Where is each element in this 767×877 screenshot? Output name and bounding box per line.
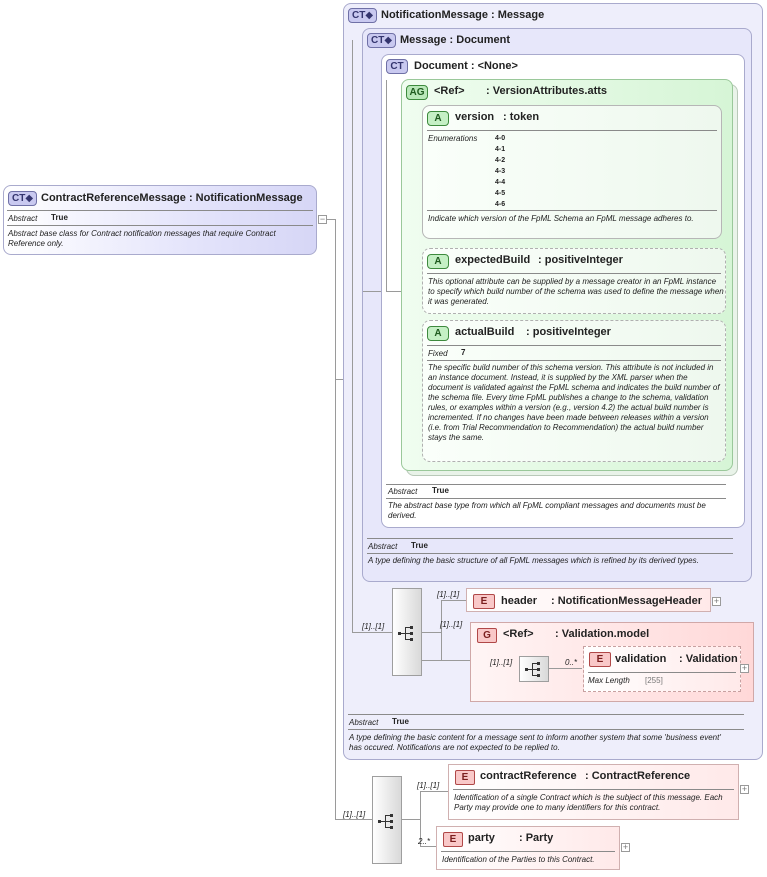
validation-element-name: validation <box>615 653 667 665</box>
attribute-badge-icon: A <box>427 111 449 126</box>
actual-build-type: : positiveInteger <box>526 326 611 338</box>
expected-build-description: This optional attribute can be supplied … <box>428 277 724 306</box>
abstract-value: True <box>51 213 68 222</box>
attribute-group-ref: <Ref> <box>434 85 465 97</box>
sequence-compositor-icon[interactable] <box>372 776 402 864</box>
sequence-compositor-icon[interactable] <box>519 656 549 682</box>
message-title: Message : Document <box>400 34 511 46</box>
fixed-value: 7 <box>461 348 466 357</box>
attribute-group-badge-icon: AG <box>406 85 428 100</box>
party-element-box[interactable]: E party : Party Identification of the Pa… <box>436 826 620 870</box>
party-element-type: : Party <box>519 832 554 844</box>
actual-build-name: actualBuild <box>455 326 515 338</box>
attribute-badge-icon: A <box>427 326 449 341</box>
contract-reference-element-box[interactable]: E contractReference : ContractReference … <box>448 764 739 820</box>
max-length-value: [255] <box>645 676 663 685</box>
party-cardinality: 2..* <box>418 837 431 846</box>
validation-element-type: : Validation <box>679 653 738 665</box>
validation-group-name: : Validation.model <box>555 628 650 640</box>
expand-toggle-icon[interactable]: + <box>740 784 749 794</box>
max-length-label: Max Length <box>588 676 630 685</box>
abstract-value: True <box>432 486 449 495</box>
notification-message-title: NotificationMessage : Message <box>381 9 545 21</box>
version-attribute-description: Indicate which version of the FpML Schem… <box>428 214 694 223</box>
abstract-label: Abstract <box>8 214 38 223</box>
version-attribute-type: : token <box>503 111 540 123</box>
complex-type-badge-icon: CT <box>386 59 408 74</box>
complex-type-badge-icon: CT◆ <box>367 33 396 48</box>
version-attribute-box[interactable]: A version : token Enumerations 4-0 4-1 4… <box>422 105 722 239</box>
party-description: Identification of the Parties to this Co… <box>442 855 595 864</box>
validation-group-ref: <Ref> <box>503 628 534 640</box>
actual-build-description: The specific build number of this schema… <box>428 363 720 442</box>
header-element-name: header <box>501 595 538 607</box>
attribute-group-name: : VersionAttributes.atts <box>486 85 608 97</box>
document-description: The abstract base type from which all Fp… <box>388 501 706 520</box>
complex-type-badge-icon: CT◆ <box>348 8 377 23</box>
contract-reference-description: Identification of a single Contract whic… <box>454 793 723 812</box>
element-badge-icon: E <box>473 594 495 609</box>
document-title: Document : <None> <box>414 60 518 72</box>
attribute-badge-icon: A <box>427 254 449 269</box>
contract-reference-message-title: ContractReferenceMessage : NotificationM… <box>41 192 303 204</box>
sequence-compositor-icon[interactable] <box>392 588 422 676</box>
header-cardinality: [1]..[1] <box>437 590 460 599</box>
message-description: A type defining the basic structure of a… <box>368 556 699 565</box>
header-element-type: : NotificationMessageHeader <box>551 595 702 607</box>
expand-toggle-icon[interactable]: + <box>712 596 721 606</box>
sequence-cardinality: [1]..[1] <box>490 658 513 667</box>
version-attribute-name: version <box>455 111 495 123</box>
contract-reference-message-box[interactable]: CT◆ ContractReferenceMessage : Notificat… <box>3 185 317 255</box>
expand-toggle-icon[interactable]: + <box>740 663 749 673</box>
header-element-box[interactable]: E header : NotificationMessageHeader <box>466 588 711 612</box>
abstract-value: True <box>411 541 428 550</box>
notification-description: A type defining the basic content for a … <box>349 733 721 752</box>
abstract-value: True <box>392 717 409 726</box>
enumeration-list: 4-0 4-1 4-2 4-3 4-4 4-5 4-6 <box>495 135 506 208</box>
element-badge-icon: E <box>443 832 463 847</box>
element-badge-icon: E <box>455 770 475 785</box>
abstract-label: Abstract <box>368 542 398 551</box>
party-element-name: party <box>468 832 495 844</box>
expand-toggle-icon[interactable]: + <box>621 842 630 852</box>
complex-type-badge-icon: CT◆ <box>8 191 37 206</box>
root-description: Abstract base class for Contract notific… <box>8 229 276 248</box>
expected-build-attribute-box[interactable]: A expectedBuild : positiveInteger This o… <box>422 248 726 314</box>
validation-cardinality: 0..* <box>565 658 578 667</box>
expected-build-name: expectedBuild <box>455 254 531 266</box>
contract-reference-name: contractReference <box>480 770 577 782</box>
validation-element-box[interactable]: E validation : Validation Max Length [25… <box>583 646 741 692</box>
element-badge-icon: E <box>589 652 611 667</box>
abstract-label: Abstract <box>349 718 379 727</box>
contract-reference-cardinality: [1]..[1] <box>417 781 440 790</box>
actual-build-attribute-box[interactable]: A actualBuild : positiveInteger Fixed 7 … <box>422 320 726 462</box>
abstract-label: Abstract <box>388 487 418 496</box>
fixed-label: Fixed <box>428 349 448 358</box>
contract-reference-type: : ContractReference <box>585 770 691 782</box>
enumerations-label: Enumerations <box>428 134 478 143</box>
group-badge-icon: G <box>477 628 497 643</box>
sequence-cardinality: [1]..[1] <box>362 622 385 631</box>
collapse-toggle-icon[interactable]: − <box>318 214 327 224</box>
validation-group-cardinality: [1]..[1] <box>440 620 463 629</box>
sequence-cardinality: [1]..[1] <box>343 810 366 819</box>
expected-build-type: : positiveInteger <box>538 254 623 266</box>
